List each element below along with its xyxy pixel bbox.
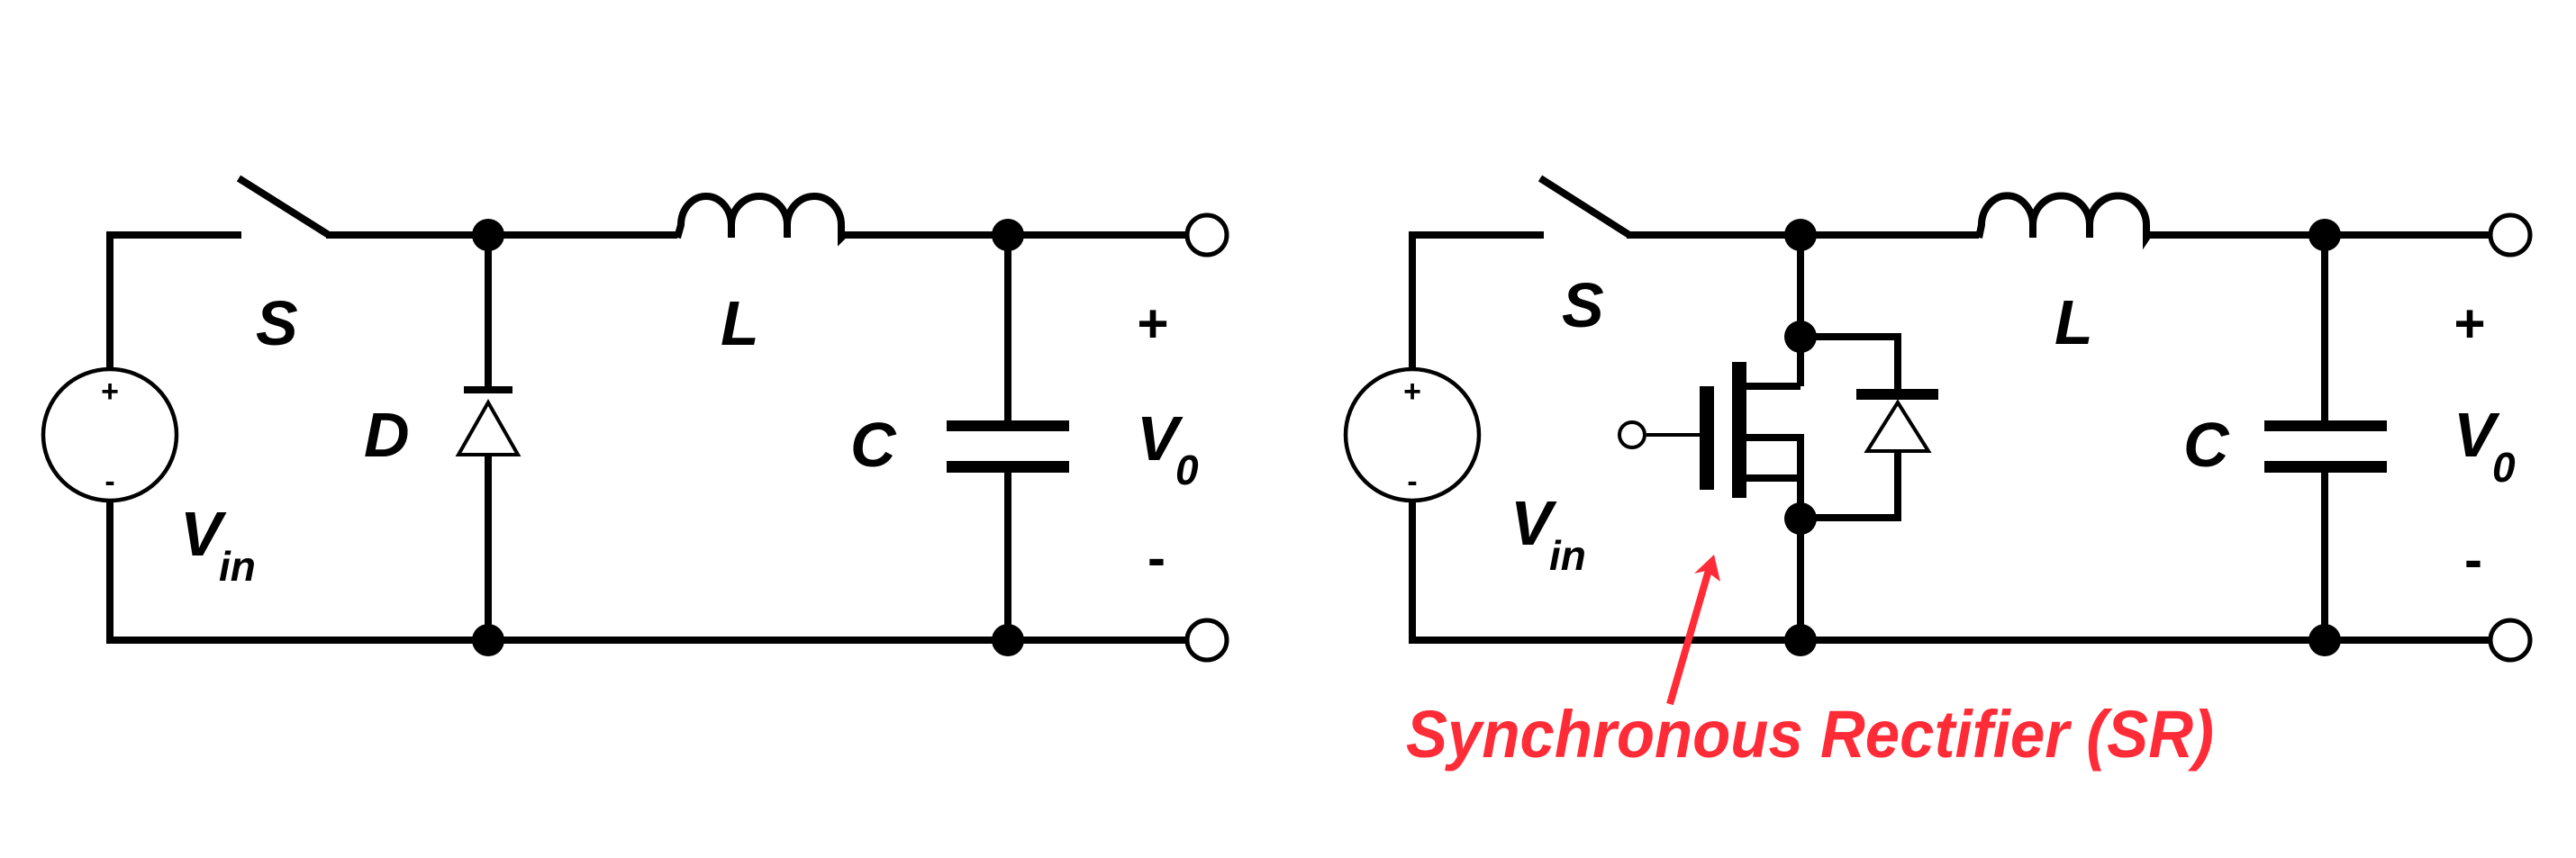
synchronous-rectifier-label: Synchronous Rectifier (SR) — [1406, 697, 2214, 772]
left-source-plus: + — [101, 375, 119, 409]
arrow-head-icon — [1694, 555, 1720, 582]
right-junction-dot — [1784, 502, 1817, 535]
right-vin-label: V — [1510, 488, 1557, 558]
right-junction-dot — [2308, 219, 2341, 251]
left-capacitor-plate-top — [947, 420, 1069, 431]
left-diode-icon — [455, 398, 522, 456]
synchronous-rectifier-mosfet-icon — [1618, 235, 1804, 640]
left-input-wire-bottom — [106, 502, 1186, 644]
right-output-terminal-positive — [2488, 212, 2533, 257]
right-source-minus: - — [1407, 465, 1417, 499]
body-diode-wire-top — [1800, 333, 1901, 396]
left-vout-minus: - — [1147, 528, 1166, 588]
left-vout-subscript: 0 — [1175, 447, 1199, 493]
right-vout-minus: - — [2464, 529, 2482, 590]
left-capacitor-label: C — [850, 410, 897, 480]
left-input-wire-top — [106, 231, 241, 367]
left-source-minus: - — [104, 465, 114, 499]
left-vin-label: V — [180, 499, 227, 569]
right-capacitor-plate-bottom — [2264, 461, 2387, 473]
left-voltage-source-icon — [41, 366, 179, 503]
left-inductor-icon — [674, 193, 847, 247]
body-diode-icon — [1864, 399, 1932, 453]
left-vout-label: V — [1137, 403, 1184, 474]
right-circuit: + - — [1343, 175, 2533, 772]
left-switch-label: S — [256, 288, 298, 358]
body-diode-cathode-bar — [1856, 389, 1938, 400]
right-switch-label: S — [1562, 270, 1604, 340]
left-diode-cathode-bar — [464, 386, 512, 393]
body-diode-wire-bottom — [1800, 453, 1901, 521]
right-input-wire-top — [1409, 231, 1544, 367]
right-output-terminal-negative — [2488, 618, 2533, 663]
right-voltage-source-icon — [1343, 366, 1482, 503]
left-vin-subscript: in — [219, 543, 256, 590]
right-source-plus: + — [1403, 375, 1421, 409]
sr-annotation: Synchronous Rectifier (SR) — [1406, 555, 2214, 772]
left-output-terminal-negative — [1184, 618, 1229, 663]
left-junction-dot — [472, 219, 504, 251]
left-vout-plus: + — [1137, 294, 1168, 354]
right-switch-blade — [1537, 175, 1632, 239]
right-vout-subscript: 0 — [2492, 444, 2516, 491]
sr-gate-plate — [1700, 386, 1714, 490]
right-capacitor-plate-top — [2264, 420, 2387, 431]
left-junction-dot — [992, 219, 1024, 251]
right-inductor-icon — [1975, 192, 2152, 250]
right-inductor-label: L — [2054, 287, 2093, 357]
left-junction-dot — [472, 624, 504, 656]
right-input-wire-bottom — [1409, 502, 2490, 644]
left-output-terminal-positive — [1184, 212, 1229, 257]
right-junction-dot — [1784, 321, 1817, 353]
arrow-up-icon — [1666, 565, 1713, 706]
left-capacitor-plate-bottom — [947, 461, 1069, 473]
sr-gate-terminal — [1618, 420, 1646, 449]
left-switch-blade — [236, 175, 331, 239]
right-junction-dot — [1784, 219, 1817, 251]
right-capacitor-label: C — [2183, 410, 2230, 480]
left-inductor-label: L — [721, 288, 759, 358]
right-vin-subscript: in — [1549, 532, 1586, 579]
right-vout-label: V — [2454, 400, 2500, 470]
right-junction-dot — [2308, 624, 2341, 656]
left-diode-label: D — [364, 400, 410, 470]
right-vout-plus: + — [2454, 294, 2485, 354]
left-circuit: + - S D L C V in + V 0 - — [41, 175, 1229, 663]
right-junction-dot — [1784, 624, 1817, 656]
sr-channel-bar — [1732, 362, 1746, 498]
left-junction-dot — [992, 624, 1024, 656]
sr-source-stub — [1746, 434, 1804, 640]
